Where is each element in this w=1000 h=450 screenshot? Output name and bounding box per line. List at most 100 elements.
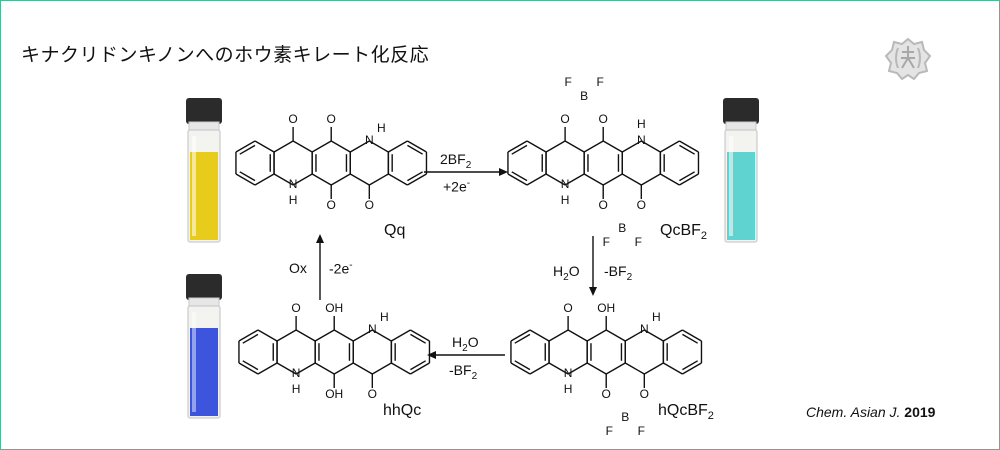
ring-bond	[295, 329, 316, 342]
ring-bond	[586, 362, 607, 375]
atom-n: N	[292, 366, 301, 380]
ring-bond	[640, 173, 661, 186]
compound-hqcbf2-label: hQcBF2	[658, 402, 714, 423]
arrow-left-oxidant: Ox	[289, 260, 307, 276]
atom-n: N	[289, 177, 298, 191]
ring-bond	[314, 362, 335, 375]
emblem-logo-icon	[884, 37, 932, 80]
ring-bond	[388, 140, 408, 153]
atom-o: O	[637, 198, 646, 212]
ring-bond	[660, 173, 680, 186]
atom-b: B	[621, 410, 629, 424]
ring-bond	[682, 362, 702, 375]
ring-bond	[273, 140, 294, 153]
ring-bond	[510, 362, 531, 375]
double-bond	[239, 171, 256, 182]
ring-bond	[254, 173, 275, 186]
ring-bond	[624, 329, 645, 342]
ring-bond	[352, 329, 373, 342]
ring-bond	[621, 140, 642, 153]
ring-bond	[679, 140, 699, 153]
ring-bond	[314, 329, 335, 342]
atom-b: B	[580, 89, 588, 103]
arrow-bottom-water: H2O	[452, 334, 479, 354]
compound-hhqc-label: hhQc	[383, 402, 422, 419]
ring-bond	[333, 329, 354, 342]
double-bond	[679, 171, 696, 182]
ring-bond	[371, 329, 392, 342]
atom-oh: OH	[325, 301, 343, 315]
citation-journal: Chem. Asian J.	[806, 404, 901, 420]
ring-bond	[349, 140, 370, 153]
ring-bond	[388, 173, 408, 186]
double-bond	[410, 360, 427, 371]
ring-bond	[507, 173, 528, 186]
atom-n: N	[564, 366, 573, 380]
ring-bond	[238, 329, 259, 342]
ring-bond	[352, 362, 373, 375]
ring-bond	[564, 173, 585, 186]
atom-o: O	[327, 112, 336, 126]
citation: Chem. Asian J. 2019	[806, 404, 935, 420]
atom-o: O	[640, 387, 649, 401]
atom-h: H	[561, 193, 570, 207]
ring-bond	[663, 329, 683, 342]
ring-bond	[311, 140, 332, 153]
ring-bond	[257, 362, 278, 375]
ring-bond	[371, 362, 392, 375]
atom-h: H	[377, 121, 386, 135]
atom-f: F	[596, 75, 603, 89]
double-bond	[407, 144, 424, 155]
ring-bond	[330, 140, 351, 153]
atom-f: F	[635, 235, 642, 249]
ring-bond	[605, 329, 626, 342]
arrow-bottom-loss: -BF2	[449, 362, 478, 382]
ring-bond	[548, 362, 569, 375]
atom-n: N	[561, 177, 570, 191]
atom-o: O	[291, 301, 300, 315]
atom-h: H	[289, 193, 298, 207]
ring-bond	[602, 173, 623, 186]
ring-bond	[391, 329, 411, 342]
ring-bond	[410, 362, 430, 375]
ring-bond	[529, 329, 550, 342]
ring-bond	[621, 173, 642, 186]
atom-f: F	[606, 424, 613, 438]
ring-bond	[235, 173, 256, 186]
double-bond	[407, 171, 424, 182]
arrow-top-electrons: +2e-	[443, 178, 471, 195]
ring-bond	[333, 362, 354, 375]
double-bond	[511, 171, 528, 182]
ring-bond	[292, 140, 313, 153]
atom-o: O	[602, 387, 611, 401]
ring-bond	[624, 362, 645, 375]
ring-bond	[510, 329, 531, 342]
ring-bond	[276, 362, 297, 375]
ring-bond	[330, 173, 351, 186]
arrow-right-water: H2O	[553, 263, 580, 283]
vial-yellow	[186, 98, 222, 243]
atom-o: O	[563, 301, 572, 315]
ring-bond	[273, 173, 294, 186]
double-bond	[511, 144, 528, 155]
atom-n: N	[368, 322, 377, 336]
atom-b: B	[618, 221, 626, 235]
double-bond	[514, 360, 531, 371]
atom-oh: OH	[597, 301, 615, 315]
ring-bond	[295, 362, 316, 375]
atom-f: F	[603, 235, 610, 249]
ring-bond	[643, 329, 664, 342]
atom-o: O	[368, 387, 377, 401]
ring-bond	[567, 329, 588, 342]
double-bond	[682, 333, 699, 344]
atom-o: O	[599, 198, 608, 212]
atom-n: N	[640, 322, 649, 336]
ring-bond	[391, 362, 411, 375]
compound-qq-label: Qq	[384, 222, 406, 239]
double-bond	[242, 360, 259, 371]
vial-blue	[186, 274, 222, 419]
atom-o: O	[327, 198, 336, 212]
double-bond	[679, 144, 696, 155]
arrow-right-loss: -BF2	[604, 263, 633, 283]
atom-h: H	[637, 117, 646, 131]
